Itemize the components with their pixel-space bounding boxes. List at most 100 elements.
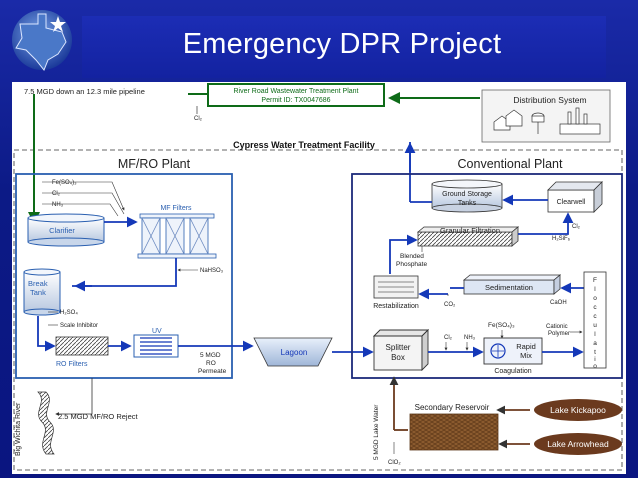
rapid-mix-1: Rapid bbox=[516, 342, 536, 351]
sedimentation-label: Sedimentation bbox=[485, 283, 533, 292]
lake-water-label: 5 MGD Lake Water bbox=[373, 404, 380, 460]
big-wichita-label: Big Wichita River bbox=[15, 402, 22, 456]
filtration-to-clearwell-arrow bbox=[518, 212, 574, 235]
ground-storage-label-2: Tanks bbox=[458, 200, 477, 207]
rapid-mix-unit bbox=[483, 337, 543, 365]
texas-logo-icon bbox=[12, 10, 72, 71]
cl2-split-label: Cl₂ bbox=[444, 335, 453, 341]
break-to-ro-arrow bbox=[37, 316, 56, 352]
restabilization-unit bbox=[373, 275, 419, 299]
granular-filtration-label: Granular Filtration bbox=[440, 226, 500, 235]
process-flow-svg: 7.5 MGD down an 12.3 mile pipeline River… bbox=[13, 83, 623, 471]
nh3-mf-line bbox=[42, 203, 119, 217]
svg-text:l: l bbox=[594, 331, 596, 338]
splitter-label-1: Splitter bbox=[386, 343, 411, 352]
ro-filters bbox=[55, 336, 109, 356]
scale-inhibitor-label: Scale Inhibitor bbox=[60, 323, 98, 329]
ro-permeate-3: Permeate bbox=[198, 368, 227, 375]
secondary-reservoir bbox=[409, 413, 499, 451]
flocculation-column bbox=[583, 271, 607, 369]
slide-title: Emergency DPR Project bbox=[182, 28, 502, 60]
reject-label: 2.5 MGD MF/RO Reject bbox=[58, 412, 139, 421]
mf-filters-label: MF Filters bbox=[160, 205, 192, 212]
ro-filters-label: RO Filters bbox=[56, 361, 88, 368]
nh3-mf-label: NH₃ bbox=[52, 202, 64, 208]
houses-icon bbox=[493, 109, 523, 131]
h2so4-label: H₂SO₄ bbox=[60, 310, 78, 316]
blended-phosphate-1: Blended bbox=[400, 253, 424, 260]
wwtp-permit: Permit ID: TX0047686 bbox=[261, 97, 330, 104]
co2-conv-label: CO₂ bbox=[444, 302, 456, 308]
ro-permeate-1: 5 MGD bbox=[200, 352, 221, 359]
splitter-label-2: Box bbox=[391, 353, 405, 362]
blended-phosphate-2: Phosphate bbox=[396, 261, 427, 268]
break-tank bbox=[23, 268, 61, 316]
clearwell bbox=[547, 181, 603, 213]
sedimentation-basin bbox=[462, 274, 562, 295]
svg-text:o: o bbox=[593, 363, 597, 370]
granular-filtration bbox=[416, 226, 520, 247]
lake-arrowhead-label: Lake Arrowhead bbox=[547, 439, 609, 449]
clarifier-tank bbox=[27, 213, 105, 247]
factory-icon bbox=[559, 107, 601, 135]
river-icon bbox=[37, 391, 55, 455]
lake-kickapoo-label: Lake Kickapoo bbox=[550, 405, 606, 415]
coagulation-label: Coagulation bbox=[494, 368, 531, 375]
secondary-reservoir-label: Secondary Reservoir bbox=[415, 403, 490, 412]
conventional-title: Conventional Plant bbox=[458, 157, 563, 171]
svg-text:u: u bbox=[593, 322, 597, 329]
svg-text:t: t bbox=[594, 349, 596, 356]
cl2-mf-label: Cl₂ bbox=[52, 191, 61, 197]
clo2-label: ClO₂ bbox=[388, 460, 401, 466]
lagoon-label: Lagoon bbox=[281, 348, 308, 357]
mfro-title: MF/RO Plant bbox=[118, 157, 191, 171]
svg-text:c: c bbox=[593, 313, 597, 320]
water-tower-icon bbox=[531, 112, 545, 134]
nahso3-label: NaHSO₃ bbox=[200, 268, 224, 274]
ro-permeate-2: RO bbox=[206, 360, 216, 367]
fe-so4-line bbox=[42, 181, 125, 211]
caoh-label: CaOH bbox=[550, 300, 567, 306]
svg-text:a: a bbox=[593, 340, 597, 347]
nh3-split-label: NH₃ bbox=[464, 335, 476, 341]
uv-label: UV bbox=[152, 328, 162, 335]
clarifier-label: Clarifier bbox=[49, 226, 75, 235]
cl2-conv-label: Cl₂ bbox=[572, 224, 581, 230]
mf-filter-units bbox=[137, 213, 217, 259]
lagoon bbox=[253, 337, 333, 367]
mf-to-break-line bbox=[72, 258, 177, 287]
ground-storage-label-1: Ground Storage bbox=[442, 191, 492, 198]
fe-so4-label: Fe(SO₄)₃ bbox=[52, 180, 77, 186]
wwtp-name: River Road Wastewater Treatment Plant bbox=[233, 88, 358, 95]
clearwell-label: Clearwell bbox=[557, 199, 586, 206]
break-tank-label-1: Break bbox=[28, 279, 48, 288]
wwtp-box bbox=[207, 83, 385, 107]
rapid-mix-2: Mix bbox=[520, 351, 532, 360]
cationic-polymer-1: Cationic bbox=[546, 324, 568, 330]
ground-storage-tanks bbox=[431, 179, 503, 213]
svg-text:o: o bbox=[593, 295, 597, 302]
facility-boundary bbox=[13, 149, 623, 471]
cationic-polymer-2: Polymer bbox=[548, 331, 570, 337]
svg-text:l: l bbox=[594, 286, 596, 293]
svg-text:F: F bbox=[593, 277, 597, 284]
reject-line bbox=[55, 378, 93, 416]
break-tank-label-2: Tank bbox=[30, 288, 46, 297]
title-bar bbox=[82, 16, 606, 78]
lake-arrowhead-badge bbox=[534, 433, 622, 455]
uv-unit bbox=[133, 334, 179, 358]
h2sif6-label: H₂SiF₆ bbox=[552, 236, 571, 242]
restabilization-label: Restabilization bbox=[373, 303, 419, 310]
conventional-plant-box bbox=[351, 173, 623, 379]
mfro-plant-box bbox=[15, 173, 233, 379]
process-diagram: 7.5 MGD down an 12.3 mile pipeline River… bbox=[12, 82, 626, 474]
svg-text:i: i bbox=[594, 356, 595, 363]
distribution-system-label: Distribution System bbox=[513, 95, 586, 105]
svg-text:c: c bbox=[593, 304, 597, 311]
cl2-mf-line bbox=[42, 192, 125, 215]
flocculation-label: Flo ccu lat io bbox=[593, 277, 597, 370]
fe-so4-conv-label: Fe(SO₄)₃ bbox=[488, 322, 515, 329]
cl2-top-label: Cl₂ bbox=[194, 116, 203, 122]
splitter-box bbox=[372, 328, 430, 372]
